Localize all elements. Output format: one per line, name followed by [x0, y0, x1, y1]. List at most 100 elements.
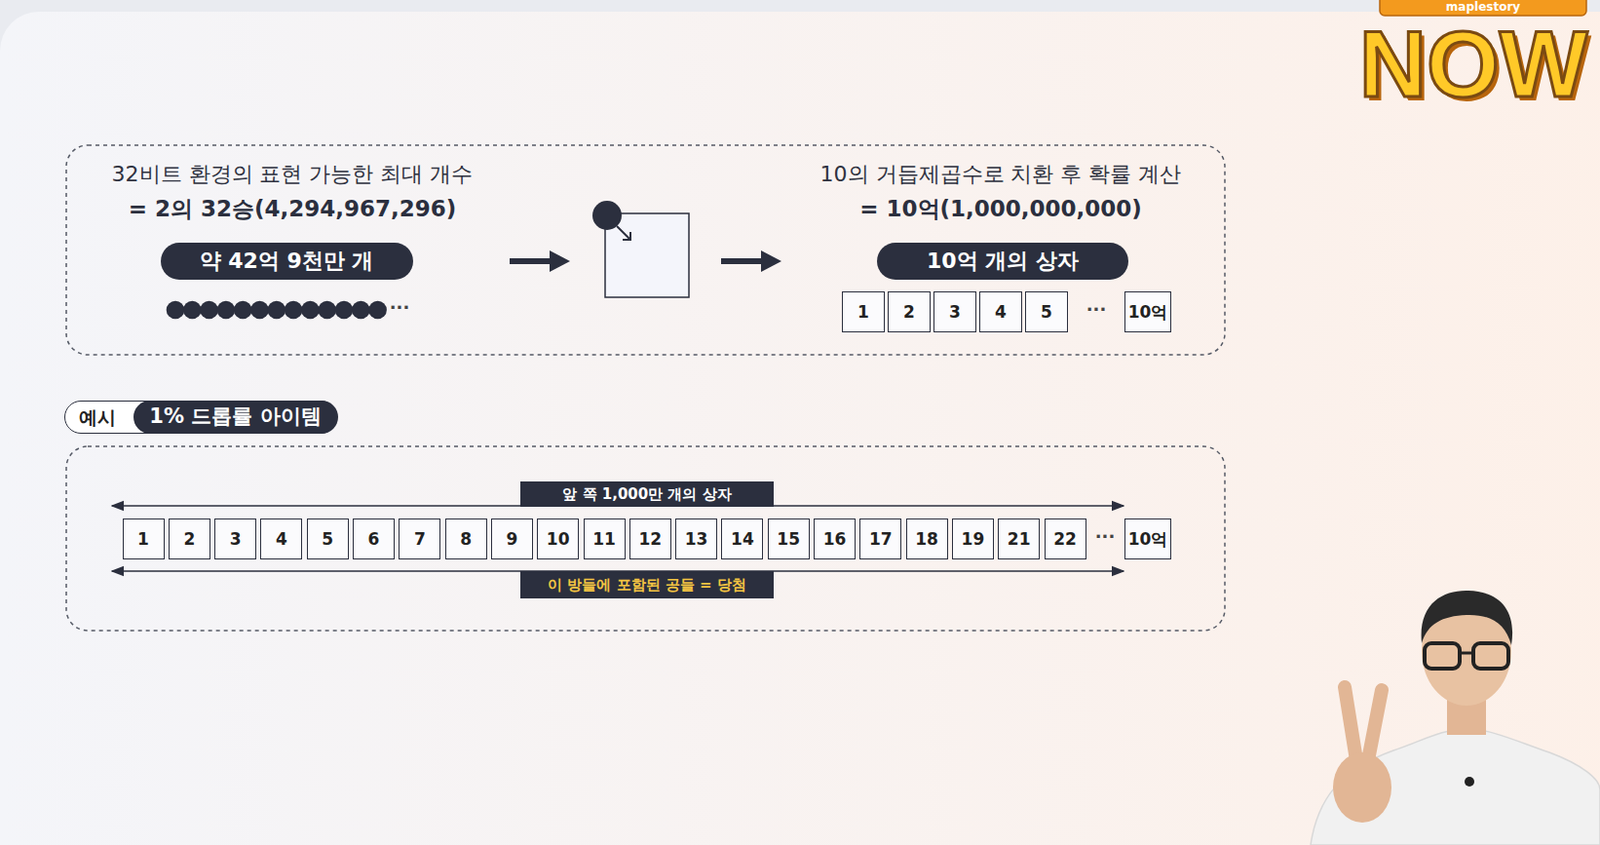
node-text: 10억	[1128, 531, 1169, 548]
node-text: 1	[857, 304, 870, 321]
number-box: 5	[1025, 291, 1068, 333]
number-box: 14	[721, 518, 763, 560]
logo-tag	[1379, 0, 1587, 16]
node-text: 4	[275, 531, 288, 548]
count-pill: 약 42억 9천만 개	[160, 242, 414, 280]
node-text: 18	[914, 531, 939, 548]
ball	[284, 301, 304, 320]
range-band: 앞 쪽 1,000만 개의 상자	[520, 481, 774, 507]
number-box: 21	[997, 518, 1040, 560]
count-pill: 10억 개의 상자	[876, 242, 1129, 280]
glasses	[1424, 643, 1460, 669]
ball	[166, 301, 186, 320]
drop-arrow	[616, 226, 631, 240]
number-box: 18	[906, 518, 949, 560]
node-text: 15	[776, 531, 800, 548]
node-text: 5	[321, 531, 334, 548]
number-box: 22	[1044, 518, 1087, 560]
ball	[351, 301, 371, 320]
node-text: 9	[505, 531, 518, 548]
heading-text: 10의 거듭제곱수로 치환 후 확률 계산	[820, 161, 1182, 187]
node-text: 5	[1040, 304, 1053, 321]
ball	[335, 301, 354, 320]
flow-arrow-shaft	[509, 258, 554, 265]
number-box: 19	[952, 518, 994, 560]
number-box: 5	[306, 518, 349, 560]
node-text: 4	[994, 304, 1007, 321]
node-text: 예시	[65, 408, 116, 427]
number-box: 2	[168, 518, 211, 560]
node-text: 1	[137, 531, 150, 548]
node-text: 이 방들에 포함된 공들 = 당첨	[547, 577, 747, 593]
number-box: 12	[629, 518, 672, 560]
box-symbol	[605, 213, 689, 298]
flow-arrow-head	[549, 250, 571, 272]
range-band: 이 방들에 포함된 공들 = 당첨	[520, 571, 774, 599]
number-box: 10억	[1124, 291, 1173, 333]
microphone	[1464, 776, 1475, 787]
number-box: 10	[536, 518, 579, 560]
heading-value: = 2의 32승(4,294,967,296)	[128, 195, 458, 222]
number-box: 1	[841, 291, 885, 333]
number-box: 8	[445, 518, 488, 560]
glasses	[1473, 643, 1509, 669]
node-text: 앞 쪽 1,000만 개의 상자	[562, 487, 731, 502]
presenter	[1310, 590, 1600, 845]
heading-value: = 10억(1,000,000,000)	[859, 195, 1143, 222]
node-text: 1% 드롭률 아이템	[149, 406, 321, 427]
node-text: 3	[949, 304, 961, 321]
node-text: 19	[961, 531, 986, 548]
ellipsis: ···	[1086, 300, 1107, 321]
ball	[368, 301, 387, 320]
ball	[183, 301, 202, 320]
logo-text: maplestory	[1446, 0, 1521, 15]
number-box: 10억	[1124, 518, 1173, 560]
example-tag: 예시 1% 드롭률 아이템	[64, 400, 338, 434]
number-box: 7	[398, 518, 441, 560]
item-pill: 1% 드롭률 아이템	[133, 400, 339, 434]
node-text: 7	[414, 531, 426, 548]
number-box: 15	[767, 518, 810, 560]
number-box: 3	[933, 291, 977, 333]
number-box: 13	[675, 518, 718, 560]
node-text: 8	[459, 531, 472, 548]
ellipsis: ···	[1095, 527, 1116, 548]
node-text: 11	[592, 531, 616, 548]
glasses	[1459, 651, 1474, 655]
node-text: 10억 개의 상자	[926, 250, 1079, 272]
ball-row	[166, 301, 387, 320]
number-box: 11	[583, 518, 626, 560]
node-text: 6	[368, 531, 381, 548]
finger	[1368, 689, 1382, 761]
node-text: 22	[1053, 531, 1077, 548]
ball	[217, 301, 236, 320]
number-box: 17	[859, 518, 902, 560]
node-text: 2	[903, 304, 915, 321]
ellipsis: ···	[389, 298, 411, 319]
ball	[250, 301, 269, 320]
dashed-region	[66, 145, 1225, 355]
hair	[1421, 590, 1514, 646]
finger	[1344, 686, 1357, 761]
node-text: 13	[685, 531, 709, 548]
panel	[0, 11, 1600, 845]
node-text: 10억	[1128, 304, 1169, 321]
number-box: 6	[352, 518, 395, 560]
node-text: 17	[869, 531, 893, 548]
number-box: 4	[260, 518, 303, 560]
number-box: 1	[122, 518, 165, 560]
ball	[317, 301, 337, 320]
number-box: 2	[887, 291, 931, 333]
node-text: 21	[1007, 531, 1031, 548]
ball	[267, 301, 287, 320]
number-box: 4	[979, 291, 1023, 333]
ball	[199, 301, 219, 320]
hand	[1333, 752, 1392, 823]
node-text: 12	[638, 531, 662, 548]
dashed-region	[66, 446, 1225, 631]
node-text: 약 42억 9천만 개	[199, 250, 375, 272]
number-box: 16	[813, 518, 856, 560]
